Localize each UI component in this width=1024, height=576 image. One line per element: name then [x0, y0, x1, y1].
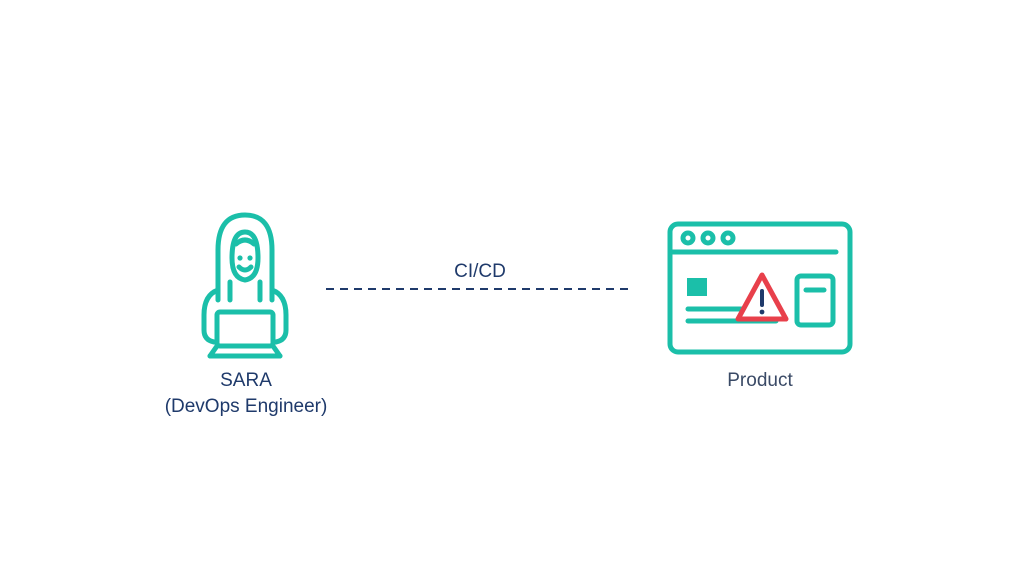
connector-label: CI/CD — [454, 261, 506, 282]
image-placeholder — [687, 278, 707, 296]
warning-triangle-icon — [735, 272, 789, 322]
browser-window-warning-icon — [667, 221, 853, 355]
hooded-person-laptop-icon — [201, 212, 289, 359]
actor-role: (DevOps Engineer) — [164, 396, 328, 417]
product-label: Product — [727, 370, 793, 391]
actor-name: SARA — [220, 370, 272, 391]
